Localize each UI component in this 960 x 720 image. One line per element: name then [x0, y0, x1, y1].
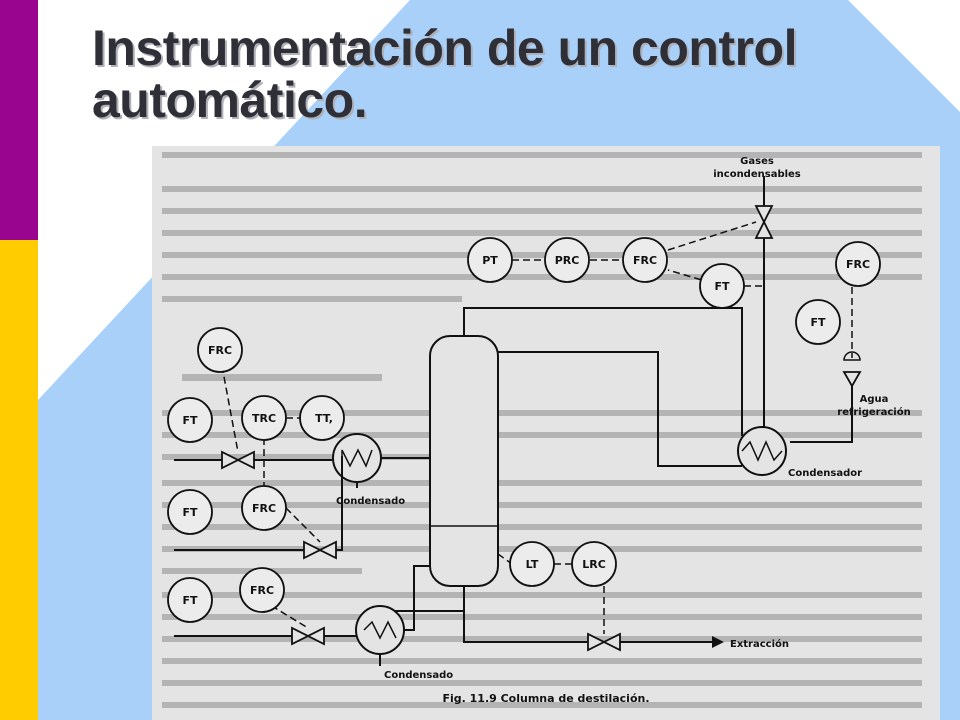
extraction-line	[463, 586, 712, 643]
frc-instrument-low: FRC	[239, 567, 285, 613]
top-exchanger-coil	[341, 448, 373, 468]
signal-frc-valve	[667, 221, 757, 251]
signal-left-frc-valve	[221, 365, 239, 453]
overhead-vapor-line	[463, 307, 743, 436]
lrc-instrument: LRC	[571, 541, 617, 587]
pt-instrument: PT	[467, 237, 513, 283]
gas-control-valve	[754, 205, 774, 239]
signal-ft-frc-top	[667, 269, 723, 287]
condensado-label-bottom: Condensado	[384, 670, 453, 681]
distillation-diagram: PT PRC FRC FT FRC FT FRC FT	[152, 146, 940, 720]
agua-label-1: Agua	[860, 394, 889, 405]
svg-text:FRC: FRC	[252, 502, 276, 515]
extraccion-label: Extracción	[730, 638, 789, 650]
frc-instrument-right: FRC	[835, 241, 881, 287]
background-text-lines	[162, 152, 922, 708]
title-line-2: automático.	[92, 72, 368, 128]
svg-text:FT: FT	[714, 280, 730, 293]
svg-text:FT: FT	[810, 316, 826, 329]
svg-text:TRC: TRC	[252, 412, 276, 425]
reboiler-return	[404, 565, 430, 631]
svg-text:PRC: PRC	[555, 254, 580, 267]
prc-instrument: PRC	[544, 237, 590, 283]
frc-instrument-left: FRC	[197, 327, 243, 373]
svg-text:FRC: FRC	[846, 258, 870, 271]
trc-instrument: TRC	[241, 395, 287, 441]
feed-line-mid	[174, 456, 343, 551]
svg-text:FT: FT	[182, 506, 198, 519]
signal-frc-low-valve	[261, 599, 309, 629]
slide-title: Instrumentación de un control automático…	[92, 22, 797, 126]
ft-instrument-right: FT	[795, 299, 841, 345]
svg-text:FRC: FRC	[250, 584, 274, 597]
lt-instrument: LT	[509, 541, 555, 587]
ft-instrument-left-3: FT	[167, 577, 213, 623]
reflux-line	[498, 351, 742, 467]
agua-label-2: refrigeración	[837, 406, 910, 418]
extraction-arrow	[712, 636, 724, 648]
extraction-valve	[587, 632, 621, 652]
svg-text:LT: LT	[526, 558, 539, 571]
ft-instrument-left-1: FT	[167, 397, 213, 443]
cooling-water-valve	[842, 351, 862, 388]
svg-text:PT: PT	[482, 254, 498, 267]
ft-instrument-left-2: FT	[167, 489, 213, 535]
signal-frc-mid-valve	[285, 507, 321, 543]
svg-text:FT: FT	[182, 594, 198, 607]
title-line-1: Instrumentación de un control	[92, 20, 797, 76]
condensado-exchanger-bottom	[355, 605, 405, 655]
frc-instrument-mid: FRC	[241, 485, 287, 531]
svg-text:FT: FT	[182, 414, 198, 427]
frc-instrument-top: FRC	[622, 237, 668, 283]
cooling-water-line	[790, 386, 853, 443]
svg-text:FRC: FRC	[208, 344, 232, 357]
feed-valve-mid	[303, 540, 337, 560]
diagram-canvas: PT PRC FRC FT FRC FT FRC FT	[162, 152, 922, 708]
svg-text:FRC: FRC	[633, 254, 657, 267]
condensado-exchanger-top	[332, 433, 382, 483]
condensador-label: Condensador	[788, 468, 862, 479]
tt-instrument: TT,	[299, 395, 345, 441]
sidebar-accent-yellow	[0, 240, 38, 720]
gases-label-2: incondensables	[713, 169, 801, 180]
steam-valve	[291, 626, 325, 646]
condensado-label-top: Condensado	[336, 496, 405, 507]
gases-label-1: Gases	[740, 156, 774, 167]
figure-caption: Fig. 11.9 Columna de destilación.	[442, 692, 649, 705]
svg-text:LRC: LRC	[582, 558, 606, 571]
distillation-column	[429, 335, 499, 587]
svg-text:TT,: TT,	[315, 412, 333, 425]
sidebar-accent-purple	[0, 0, 38, 240]
bottom-exchanger-coil	[363, 620, 397, 640]
condenser-coil	[741, 440, 783, 462]
feed-valve-top	[221, 450, 255, 470]
ft-instrument-top: FT	[699, 263, 745, 309]
